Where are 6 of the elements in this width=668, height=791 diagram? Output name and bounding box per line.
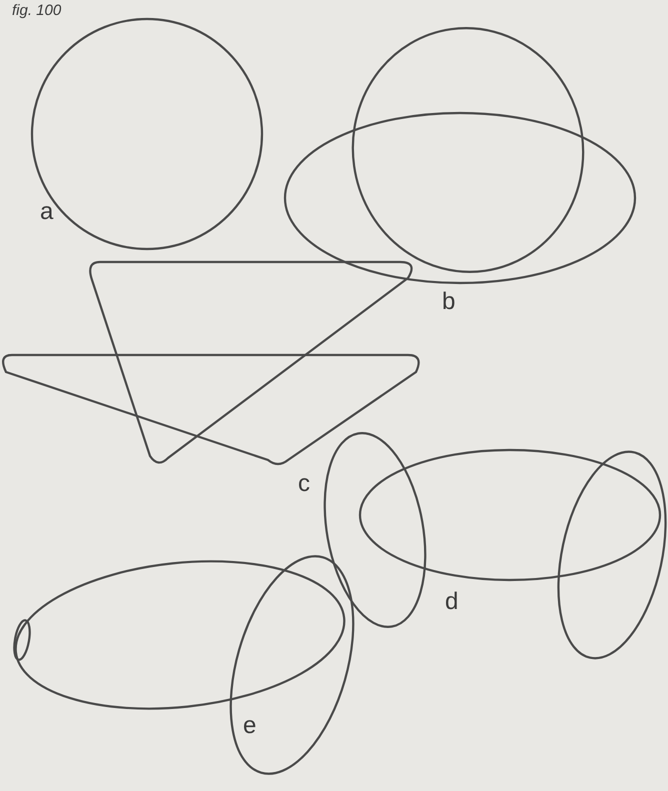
figure-title: fig. 100 [12,2,62,19]
panel-label: a [40,198,54,226]
panel-label: e [243,712,256,740]
panel-label: c [298,470,310,498]
panel-label: d [445,588,458,616]
panel-label: b [442,288,456,316]
